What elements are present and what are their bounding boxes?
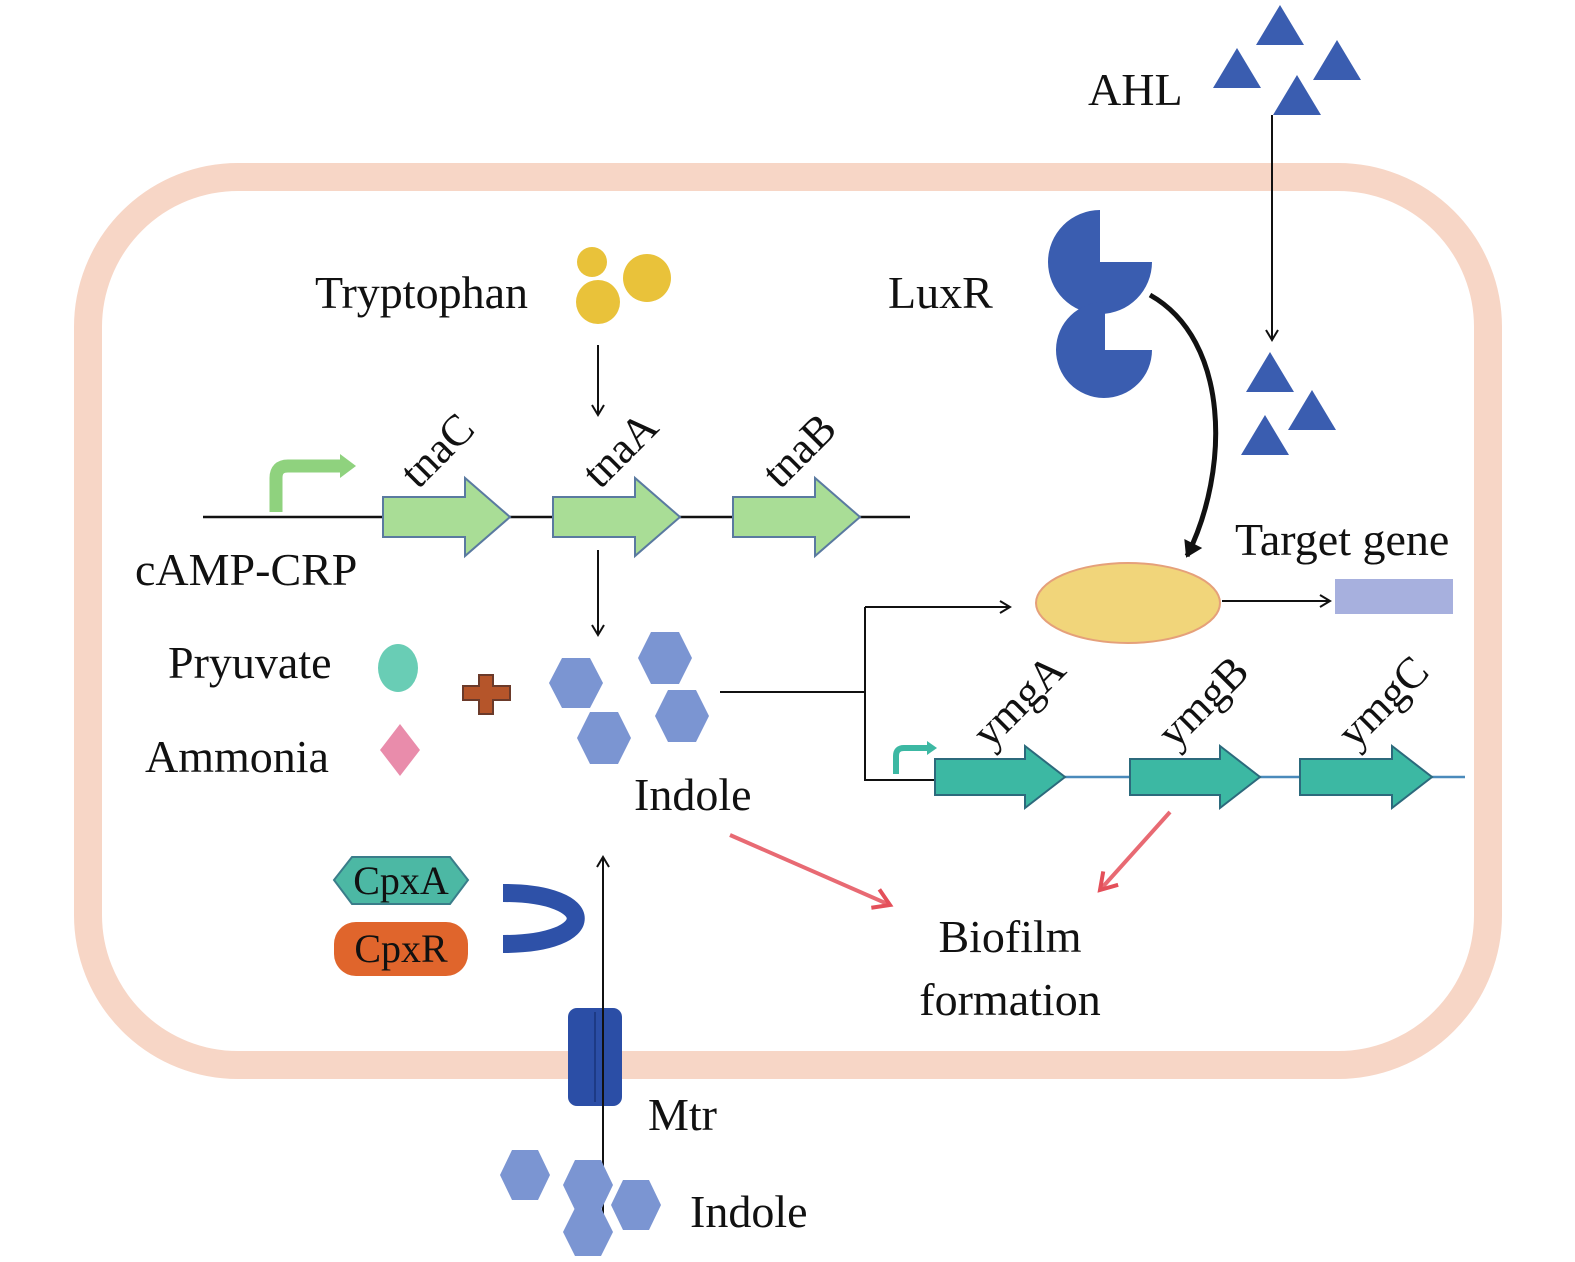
indole-branch-line — [864, 607, 935, 781]
ahl-triangle — [1246, 352, 1294, 392]
gene-arrow-tnaB — [732, 475, 862, 559]
gene-label-ymgA: ymgA — [962, 644, 1075, 757]
luxr-protein-icon — [1048, 210, 1152, 314]
indole-hexagon — [563, 1208, 613, 1256]
ammonia-label: Ammonia — [145, 731, 329, 782]
plus-icon — [462, 674, 511, 715]
luxr-protein-icon — [1056, 301, 1152, 398]
tryptophan-circle — [623, 254, 671, 302]
indole-to-biofilm-arrow — [729, 833, 894, 910]
cell-membrane — [74, 163, 1502, 1079]
camp-crp-label: cAMP-CRP — [135, 544, 357, 595]
mtr-label: Mtr — [648, 1089, 717, 1140]
gene-arrow-ymgB — [1129, 743, 1262, 811]
indole-molecules-outer — [500, 1150, 661, 1256]
target-gene-label: Target gene — [1235, 514, 1449, 565]
ahl-triangle — [1288, 390, 1336, 430]
indole-hexagon — [577, 712, 631, 764]
tryptophan-molecules — [576, 247, 671, 324]
ahl-triangle — [1241, 415, 1289, 455]
indole-molecules-inner — [549, 632, 709, 764]
gene-label-ymgC: ymgC — [1327, 646, 1438, 757]
gene-label-tnaB: tnaB — [752, 404, 845, 497]
pyruvate-label: Pryuvate — [168, 637, 332, 688]
indole-inner-label: Indole — [634, 769, 752, 820]
ahl-molecules-outside — [1213, 5, 1361, 115]
cpxa-label: CpxA — [353, 858, 449, 903]
biofilm-label-line1: Biofilm — [938, 911, 1081, 962]
gene-arrow-ymgC — [1299, 743, 1434, 811]
ahl-triangle — [1313, 40, 1361, 80]
ahl-label: AHL — [1088, 64, 1183, 115]
indole-hexagon — [500, 1150, 550, 1200]
gene-arrow-tnaA — [552, 475, 682, 559]
gene-label-ymgB: ymgB — [1147, 646, 1258, 757]
ymg-promoter-icon — [893, 745, 928, 774]
tna-promoter-icon — [269, 459, 342, 512]
biofilm-label-line2: formation — [919, 974, 1100, 1025]
indole-hexagon — [611, 1180, 661, 1230]
tna-promoter-arrowhead — [340, 454, 356, 478]
cpxr-box — [334, 922, 468, 976]
cpx-receptor-icon — [502, 884, 585, 953]
ahl-triangle — [1213, 48, 1261, 88]
cpxa-box — [332, 856, 470, 905]
ahl-triangle — [1273, 75, 1321, 115]
ahl-triangle — [1256, 5, 1304, 45]
indole-hexagon — [638, 632, 692, 684]
ymgB-to-biofilm-arrow — [1097, 810, 1172, 893]
indole-hexagon — [549, 658, 603, 708]
luxr-label: LuxR — [888, 267, 993, 318]
tryptophan-circle — [577, 247, 607, 277]
ahl-molecules-inside — [1241, 352, 1336, 455]
ammonia-icon — [380, 724, 420, 776]
luxr-binding-arrow — [1148, 292, 1219, 558]
target-gene-box — [1335, 579, 1453, 614]
indole-outer-label: Indole — [690, 1186, 808, 1237]
ymg-promoter-arrowhead — [927, 741, 937, 755]
luxr-ahl-complex — [1035, 562, 1221, 644]
indole-hexagon — [563, 1160, 613, 1210]
gene-label-tnaA: tnaA — [572, 402, 667, 497]
gene-arrow-tnaC — [382, 475, 512, 559]
gene-arrow-ymgA — [934, 743, 1067, 811]
cpxr-label: CpxR — [354, 926, 448, 971]
indole-hexagon — [655, 690, 709, 742]
tryptophan-label: Tryptophan — [315, 267, 528, 318]
tryptophan-circle — [576, 280, 620, 324]
pyruvate-icon — [378, 644, 418, 692]
